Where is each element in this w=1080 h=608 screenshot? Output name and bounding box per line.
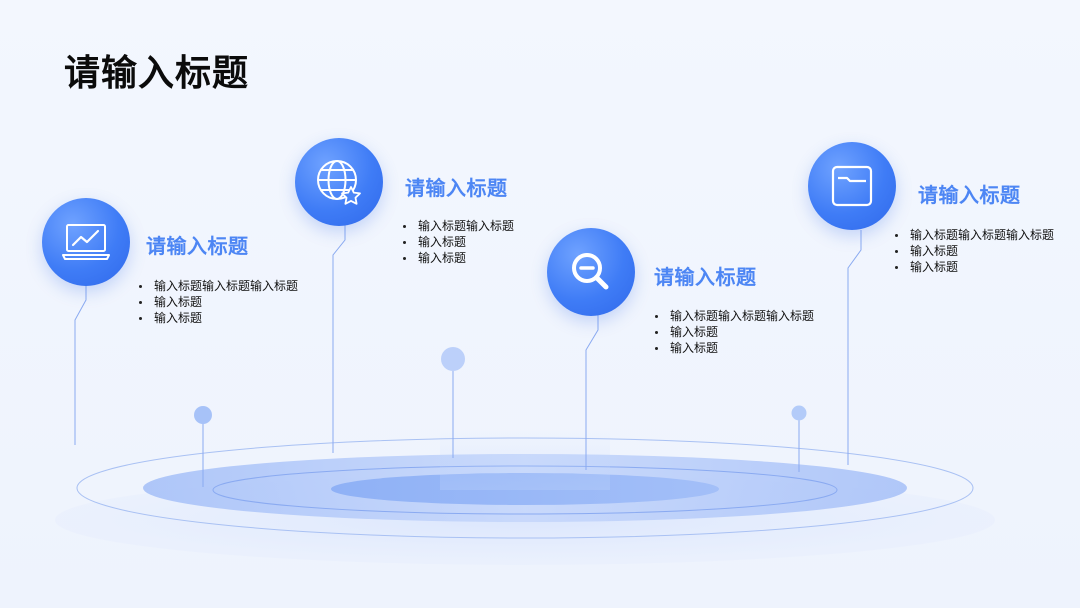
node-1-title: 请输入标题 [146, 234, 249, 258]
stem-node-3 [585, 314, 599, 470]
pin-dot [194, 406, 212, 424]
node-1-circle [42, 198, 130, 286]
node-3-list: 输入标题输入标题输入标题 输入标题 输入标题 [654, 308, 814, 356]
node-2-title: 请输入标题 [405, 176, 508, 200]
page-title: 请输入标题 [64, 53, 250, 94]
node-2-circle [295, 138, 383, 226]
list-item: 输入标题输入标题输入标题 [654, 308, 814, 324]
search-minus-icon [572, 253, 609, 290]
list-item: 输入标题 [402, 250, 514, 266]
globe-star-icon [317, 160, 361, 205]
node-4-circle [808, 142, 896, 230]
node-4-list: 输入标题输入标题输入标题 输入标题 输入标题 [894, 227, 1054, 275]
pin-dot [791, 405, 807, 421]
node-2-list: 输入标题输入标题 输入标题 输入标题 [402, 218, 514, 266]
stem-node-1 [74, 283, 87, 445]
list-item: 输入标题 [402, 234, 514, 250]
stem-node-2 [332, 223, 346, 453]
node-3-title: 请输入标题 [654, 265, 757, 289]
list-item: 输入标题输入标题输入标题 [138, 278, 298, 294]
node-4-title: 请输入标题 [918, 183, 1021, 207]
node-1-list: 输入标题输入标题输入标题 输入标题 输入标题 [138, 278, 298, 326]
node-3-circle [547, 228, 635, 316]
laptop-chart-icon [62, 224, 110, 260]
list-item: 输入标题 [894, 259, 1054, 275]
pin-dot [441, 347, 465, 371]
list-item: 输入标题 [654, 340, 814, 356]
list-item: 输入标题输入标题输入标题 [894, 227, 1054, 243]
platform-glow [440, 430, 610, 490]
list-item: 输入标题输入标题 [402, 218, 514, 234]
list-item: 输入标题 [138, 310, 298, 326]
folder-icon [831, 165, 873, 207]
list-item: 输入标题 [138, 294, 298, 310]
list-item: 输入标题 [654, 324, 814, 340]
stem-node-4 [847, 230, 862, 465]
list-item: 输入标题 [894, 243, 1054, 259]
